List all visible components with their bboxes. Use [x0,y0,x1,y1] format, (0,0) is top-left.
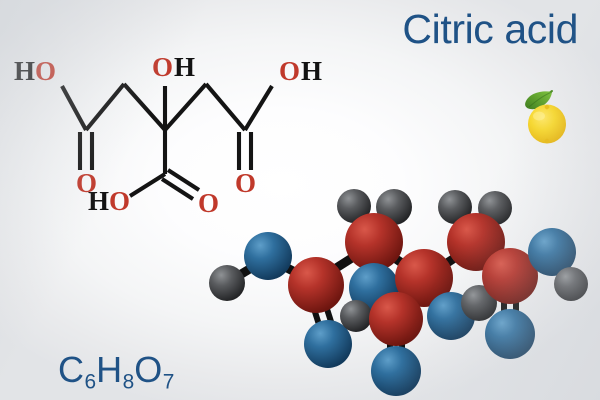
label-o-left: O [35,56,56,86]
atom-oxygen [244,232,292,280]
label-o-bottom: O [109,186,130,214]
label-o-center: O [152,52,173,82]
page-title: Citric acid [402,6,578,52]
atom-oxygen [304,320,352,368]
atom-carbon [288,257,344,313]
atom-hydrogen [340,300,372,332]
formula-count-h: 8 [122,370,135,394]
atom-oxygen [371,346,421,396]
model-atom-group [209,189,588,396]
formula-count-c: 6 [84,370,97,394]
ball-and-stick-model [209,189,588,396]
molecular-formula: C6H8O7 [58,352,174,393]
atom-hydrogen [554,267,588,301]
atom-carbon [345,213,403,271]
formula-count-o: 7 [162,370,175,394]
formula-element-h: H [96,349,123,390]
atom-hydrogen [438,190,472,224]
label-h-center: H [174,52,195,82]
atom-oxygen [528,228,576,276]
atom-label-group: H O O O H H O O O H O [14,52,322,214]
lemon-icon [525,90,566,144]
atom-hydrogen [461,285,497,321]
formula-element-c: C [58,349,85,390]
skeletal-structure: H O O O H H O O O H O [14,52,322,214]
atom-carbon [369,292,423,346]
atom-hydrogen [209,265,245,301]
bond-group [60,82,274,201]
label-h-right: H [301,56,322,86]
label-o-carbonyl-left: O [76,168,97,198]
formula-element-o: O [134,349,163,390]
atom-oxygen [485,309,535,359]
label-h-left: H [14,56,35,86]
label-o-right: O [279,56,300,86]
label-o-carbonyl-right: O [235,168,256,198]
label-h-bottom: H [88,186,109,214]
atom-carbon [482,248,538,304]
atom-hydrogen [337,189,371,223]
label-o-carbonyl-bottom: O [198,188,219,214]
atom-carbon [395,249,453,307]
